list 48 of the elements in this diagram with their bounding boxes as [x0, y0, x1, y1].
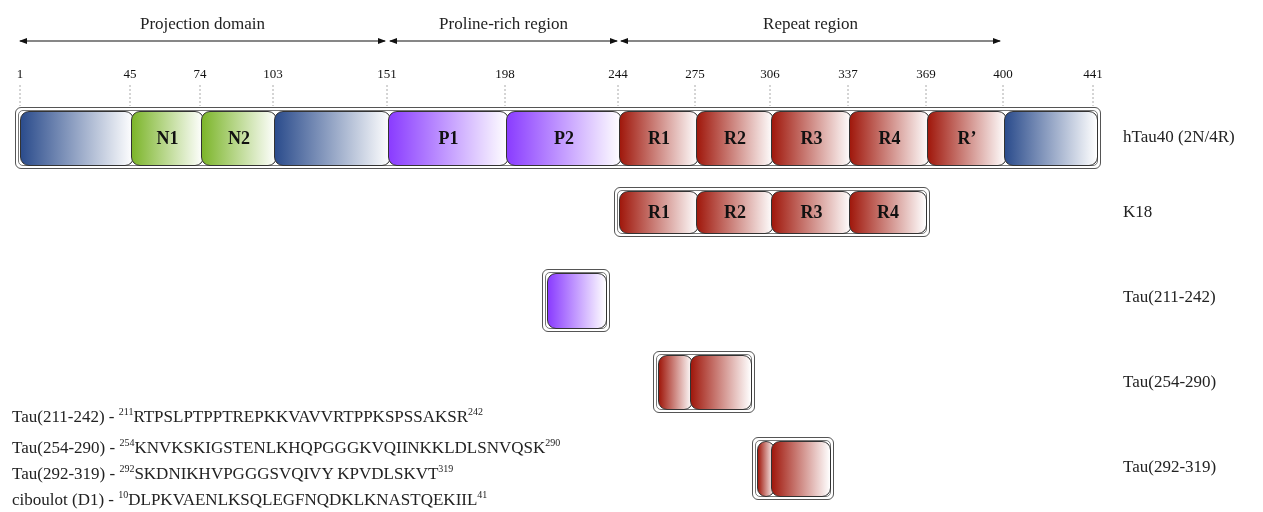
domain-segment: P2 — [506, 111, 622, 166]
construct-frame — [752, 437, 834, 500]
domain-segment: N2 — [201, 111, 277, 166]
construct-label: Tau(211-242) — [1123, 287, 1216, 307]
residue-number: 306 — [760, 66, 780, 82]
domain-segment: P1 — [388, 111, 509, 166]
region-label: Projection domain — [139, 14, 266, 34]
sequence-text: Tau(254-290) - $^{254}$KNVKSKIGSTENLKHQPGGGKVQIINKKLDLSNVQSK$^{290}$ — [12, 437, 561, 458]
residue-number: 103 — [263, 66, 283, 82]
residue-number: 45 — [123, 66, 137, 82]
region-label: Proline-rich region — [439, 14, 568, 34]
sequence-text: Tau(211-242) - $^{211}$RTPSLPTPPTREPKKVAVVRTPPKSPSSAKSR$^{242}$ — [12, 406, 484, 427]
domain-segment — [771, 441, 831, 497]
domain-segment — [658, 355, 693, 410]
residue-number: 369 — [916, 66, 936, 82]
residue-number: 74 — [193, 66, 207, 82]
domain-segment: R3 — [771, 191, 852, 234]
residue-number: 275 — [685, 66, 705, 82]
region-label: Repeat region — [763, 14, 858, 34]
domain-segment: R1 — [619, 111, 699, 166]
domain-segment — [1004, 111, 1098, 166]
residue-number: 151 — [377, 66, 397, 82]
construct-frame — [653, 351, 755, 413]
domain-segment: R4 — [849, 111, 930, 166]
domain-segment: R’ — [927, 111, 1007, 166]
domain-segment: R4 — [849, 191, 927, 234]
construct-label: K18 — [1123, 202, 1153, 222]
residue-number: 400 — [993, 66, 1013, 82]
domain-segment: R2 — [696, 111, 774, 166]
construct-label: hTau40 (2N/4R) — [1123, 127, 1235, 147]
construct-label: Tau(292-319) — [1123, 457, 1217, 477]
domain-segment — [690, 355, 752, 410]
residue-number: 244 — [608, 66, 628, 82]
sequence-text: Tau(292-319) - $^{292}$SKDNIKHVPGGGSVQIVY KPVDLSKVT$^{319}$ — [12, 463, 454, 484]
domain-segment: R2 — [696, 191, 774, 234]
residue-number: 441 — [1083, 66, 1103, 82]
construct-frame — [15, 107, 1101, 169]
domain-segment: N1 — [131, 111, 204, 166]
residue-number: 1 — [16, 66, 24, 82]
construct-frame — [614, 187, 930, 237]
residue-number: 337 — [838, 66, 858, 82]
domain-segment — [274, 111, 391, 166]
domain-segment: R1 — [619, 191, 699, 234]
residue-number: 198 — [495, 66, 515, 82]
domain-segment: R3 — [771, 111, 852, 166]
construct-label: Tau(254-290) — [1123, 372, 1217, 392]
domain-segment — [20, 111, 134, 166]
sequence-text: ciboulot (D1) - $^{10}$DLPKVAENLKSQLEGFNQDKLKNASTQEKIIL$^{41}$ — [12, 489, 488, 510]
